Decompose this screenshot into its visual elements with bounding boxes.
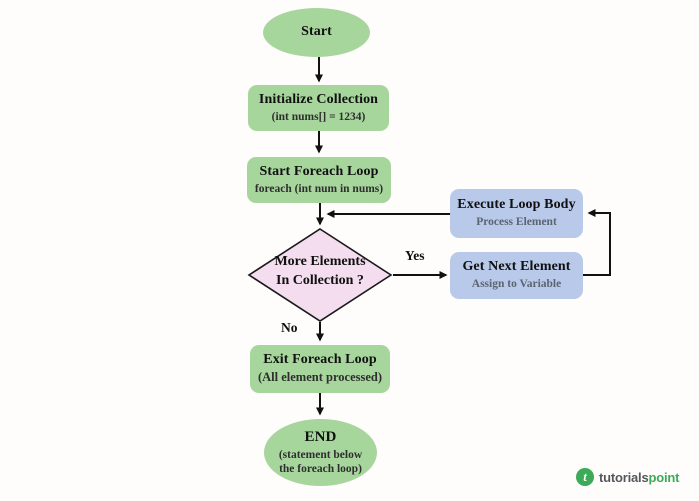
node-start-label: Start	[301, 24, 332, 40]
node-decision-more-elements: More Elements In Collection ?	[252, 253, 388, 291]
arrow-get-next-to-execute-feedback	[583, 209, 611, 276]
decision-line1: More Elements	[274, 254, 366, 269]
logo-text-tutorials: tutorials	[599, 469, 649, 485]
node-initialize-collection: Initialize Collection (int nums[] = 1234…	[248, 85, 389, 131]
node-execute-title: Execute Loop Body	[457, 197, 576, 213]
node-foreach-title: Start Foreach Loop	[259, 163, 379, 179]
tutorialspoint-logo: t tutorialspoint	[576, 468, 679, 486]
node-foreach-subtitle: foreach (int num in nums)	[254, 182, 384, 195]
tutorialspoint-logo-icon: t	[576, 468, 594, 486]
node-get-next-title: Get Next Element	[462, 259, 571, 275]
node-get-next-subtitle: Assign to Variable	[471, 278, 562, 291]
node-start-foreach-loop: Start Foreach Loop foreach (int num in n…	[247, 157, 391, 203]
edge-label-no: No	[281, 320, 298, 335]
node-initialize-title: Initialize Collection	[258, 91, 379, 107]
decision-diamond-shape	[247, 228, 393, 322]
node-execute-loop-body: Execute Loop Body Process Element	[450, 189, 583, 238]
node-execute-subtitle: Process Element	[476, 216, 557, 229]
node-end-subtitle: (statement below the foreach loop)	[278, 448, 363, 476]
node-initialize-subtitle: (int nums[] = 1234)	[271, 110, 366, 123]
logo-text-point: point	[648, 469, 680, 485]
node-end: END (statement below the foreach loop)	[264, 419, 377, 486]
node-start: Start	[263, 8, 370, 57]
node-exit-title: Exit Foreach Loop	[263, 352, 377, 368]
tutorialspoint-logo-text: tutorialspoint	[599, 470, 679, 485]
node-exit-foreach-loop: Exit Foreach Loop (All element processed…	[250, 345, 390, 393]
node-get-next-element: Get Next Element Assign to Variable	[450, 252, 583, 299]
node-exit-subtitle: (All element processed)	[257, 370, 383, 385]
node-end-title: END	[304, 428, 337, 445]
edge-label-yes: Yes	[405, 248, 425, 263]
decision-line2: In Collection ?	[276, 272, 364, 288]
